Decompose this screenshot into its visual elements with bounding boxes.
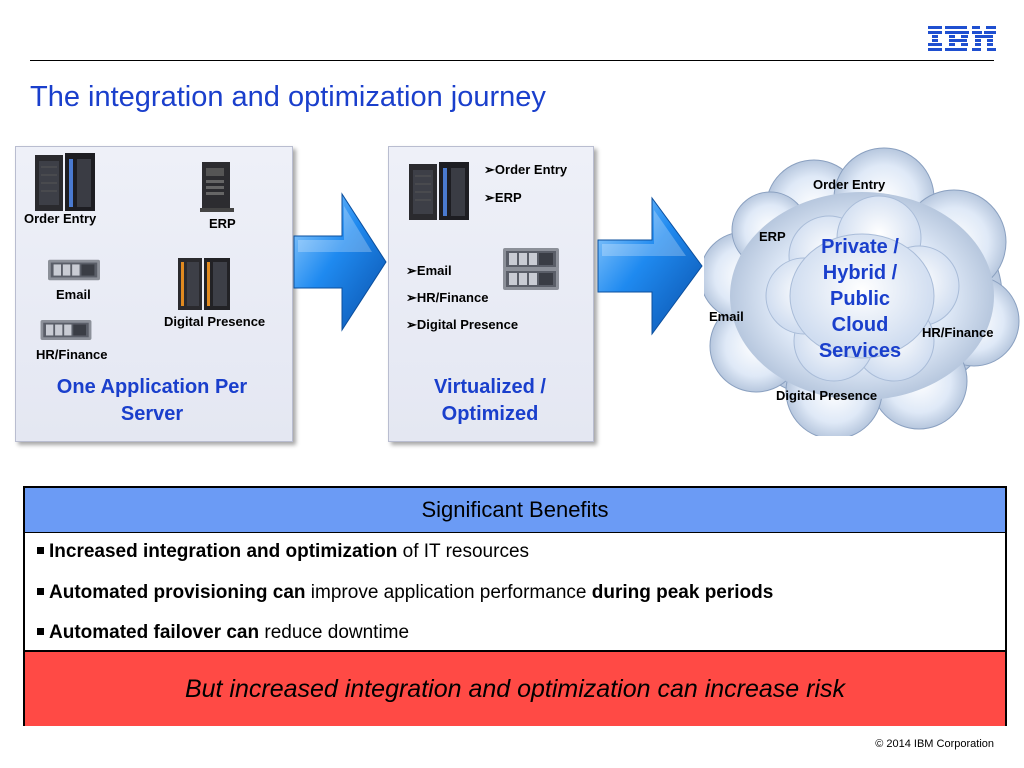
vm-group-1-item: ➢Order Entry xyxy=(484,162,568,177)
rack-server-icon xyxy=(408,162,470,220)
server-label-order-entry: Order Entry xyxy=(24,211,97,226)
arrow-right-icon xyxy=(597,196,703,336)
cloud-icon xyxy=(704,147,1020,436)
risk-banner: But increased integration and optimizati… xyxy=(25,650,1005,726)
vm-group-2-item: ➢HR/Finance xyxy=(406,290,489,305)
server-label-hr-finance: HR/Finance xyxy=(36,347,108,362)
benefits-list: Increased integration and optimization o… xyxy=(25,533,1005,650)
tower-server-icon xyxy=(200,162,234,212)
server-label-erp: ERP xyxy=(209,216,236,231)
blade-server-icon xyxy=(500,248,562,270)
benefit-item: Automated failover can reduce downtime xyxy=(37,622,409,644)
vm-group-2-item: ➢Email xyxy=(406,263,452,278)
bullet-square-icon xyxy=(37,588,44,595)
benefits-table: Significant Benefits Increased integrati… xyxy=(23,486,1007,726)
panel1-caption: One Application Per Server xyxy=(56,376,248,425)
copyright: © 2014 IBM Corporation xyxy=(875,738,994,750)
blade-server-icon xyxy=(40,320,92,340)
server-label-digital-presence: Digital Presence xyxy=(164,314,266,329)
ibm-logo xyxy=(928,26,996,51)
server-label-email: Email xyxy=(56,287,91,302)
storage-rack-icon xyxy=(178,258,230,310)
blade-server-icon xyxy=(500,268,562,290)
page-title: The integration and optimization journey xyxy=(30,81,546,113)
cloud-label-order-entry: Order Entry xyxy=(813,177,886,192)
bullet-square-icon xyxy=(37,628,44,635)
benefit-item: Increased integration and optimization o… xyxy=(37,541,529,563)
benefit-item: Automated provisioning can improve appli… xyxy=(37,582,773,604)
bullet-square-icon xyxy=(37,547,44,554)
vm-group-2-item: ➢Digital Presence xyxy=(406,317,519,332)
cloud-label-erp: ERP xyxy=(759,229,786,244)
cloud-label-digital-presence: Digital Presence xyxy=(776,388,878,403)
panel2-caption: Virtualized / Optimized xyxy=(434,376,546,425)
header-divider xyxy=(30,60,994,61)
cloud-label-hr-finance: HR/Finance xyxy=(922,325,994,340)
vm-group-1-item: ➢ERP xyxy=(484,190,522,205)
rack-server-icon xyxy=(34,153,96,211)
cloud-label-email: Email xyxy=(709,309,744,324)
arrow-right-icon xyxy=(293,192,387,332)
blade-server-icon xyxy=(48,259,100,281)
cloud-center-label: Private / Hybrid / Public Cloud Services xyxy=(818,236,902,362)
benefits-heading: Significant Benefits xyxy=(25,488,1005,533)
